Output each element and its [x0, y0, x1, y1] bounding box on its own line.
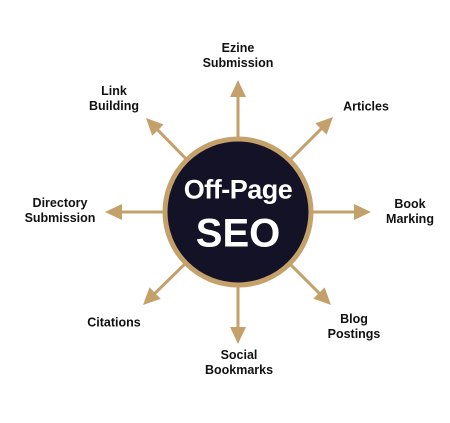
arrow-articles-head: [315, 117, 333, 135]
arrow-blog-postings-shaft: [286, 260, 322, 296]
arrow-link-building-shaft: [155, 127, 191, 164]
label-link-building: Link Building: [89, 84, 139, 113]
arrows-group: [105, 80, 371, 344]
label-social-bookmarks: Social Bookmarks: [204, 348, 274, 377]
label-articles: Articles: [343, 99, 389, 114]
arrow-citations-shaft: [152, 259, 190, 296]
arrow-link-building-head: [146, 118, 164, 136]
arrow-blog-postings-head: [313, 287, 331, 305]
arrow-directory-submission-head: [105, 204, 122, 220]
center-subtitle: SEO: [195, 211, 281, 256]
arrow-articles-shaft: [286, 126, 324, 164]
arrow-citations-head: [143, 287, 161, 305]
label-ezine-submission: Ezine Submission: [202, 41, 274, 70]
label-book-marking: Book Marking: [386, 197, 434, 226]
arrow-book-marking-head: [354, 204, 371, 220]
arrow-social-bookmarks-head: [230, 327, 246, 344]
center-title: Off-Page: [183, 174, 293, 205]
label-directory-submission: Directory Submission: [24, 196, 96, 225]
arrow-ezine-submission-head: [230, 80, 246, 97]
center-circle: [162, 136, 314, 288]
label-citations: Citations: [87, 315, 141, 330]
label-blog-postings: Blog Postings: [327, 312, 381, 341]
